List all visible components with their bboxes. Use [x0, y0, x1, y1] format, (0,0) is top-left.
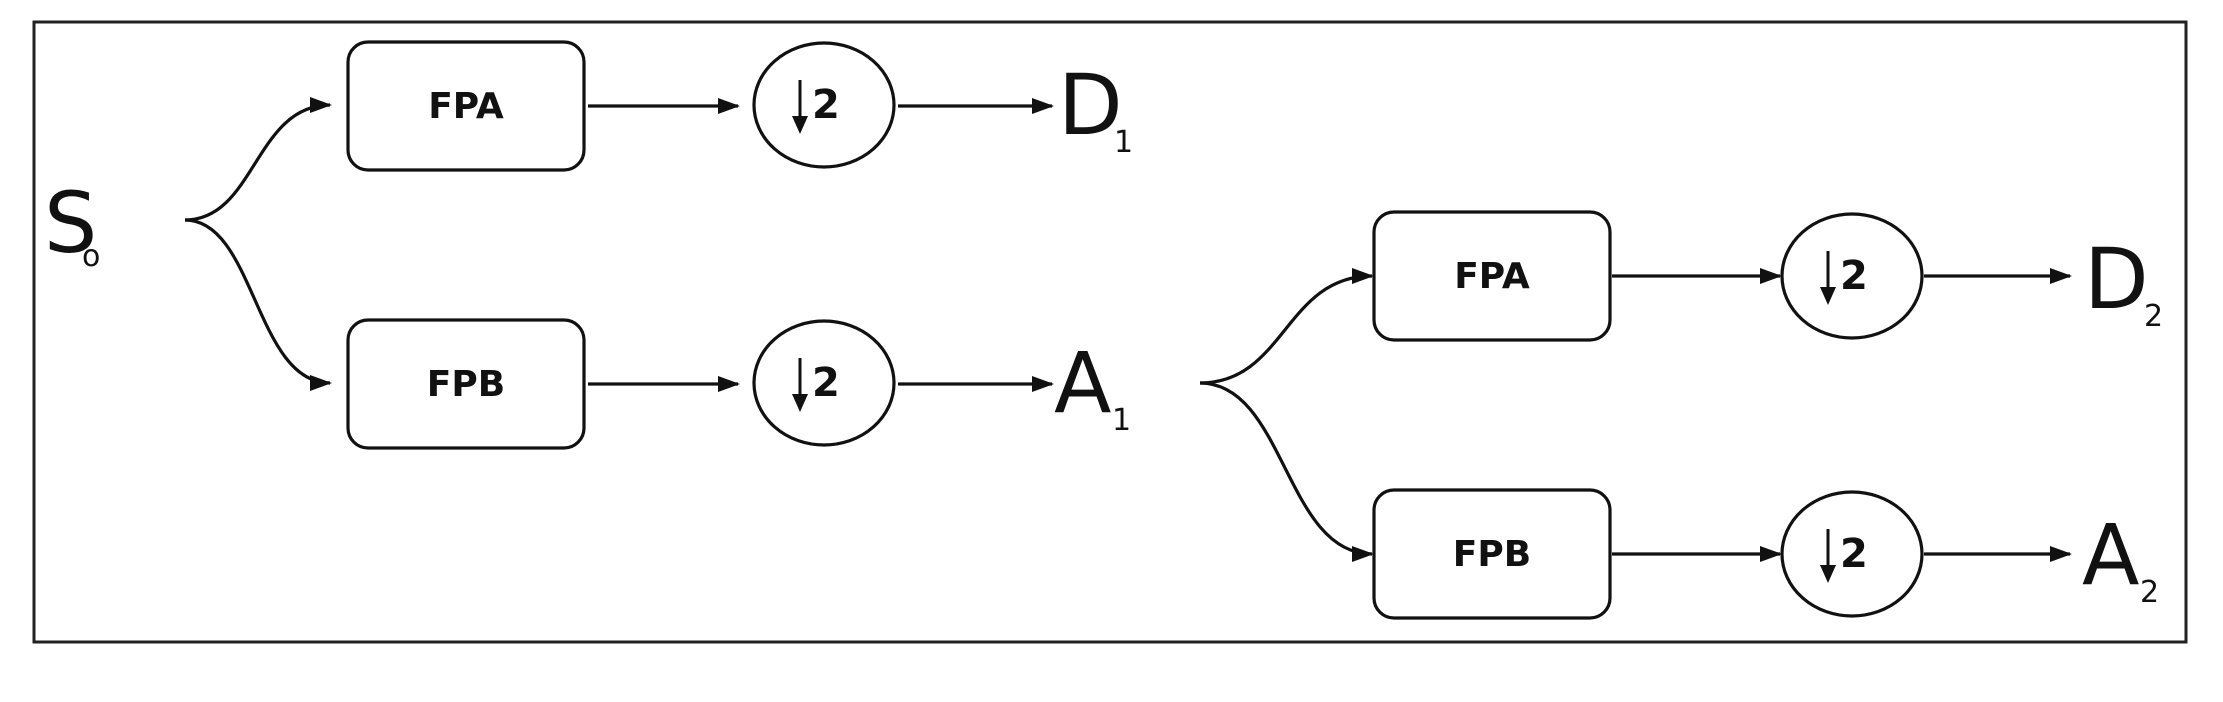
downsample-upper-level1	[752, 41, 896, 169]
fork-upper-path-level1	[184, 97, 332, 222]
output-a2-base: A	[2082, 506, 2139, 604]
filter-fpb-level1-label: FPB	[427, 364, 505, 405]
output-a2-sub: 2	[2140, 575, 2159, 610]
downsample-lower-level1	[752, 319, 896, 447]
down-arrow-icon	[1820, 251, 1836, 305]
downsample-lower-level2-label: 2	[1840, 531, 1868, 577]
output-a1-label: A 1	[1054, 334, 1131, 438]
filter-fpb-level2-label: FPB	[1453, 534, 1531, 575]
output-a1-base: A	[1054, 334, 1111, 432]
input-signal-base: S	[44, 174, 97, 272]
filter-fpa-level2-label: FPA	[1454, 256, 1530, 297]
downsample-upper-level2-label: 2	[1840, 253, 1868, 299]
diagram-frame	[32, 20, 2188, 644]
downsample-lower-level2	[1780, 490, 1924, 618]
fork-lower-path-level2	[1199, 381, 1374, 562]
fork-lower-path-level1	[184, 218, 332, 391]
filter-fpb-level2	[1372, 488, 1612, 620]
output-a2-label: A 2	[2082, 506, 2159, 610]
downsample-upper-level1-label: 2	[812, 82, 840, 128]
downsample-lower-level1-label: 2	[812, 360, 840, 406]
output-d1-base: D	[1058, 56, 1123, 154]
down-arrow-icon	[792, 80, 808, 134]
downsample-upper-level2	[1780, 212, 1924, 340]
output-d1-label: D 1	[1058, 56, 1133, 160]
down-arrow-icon	[792, 358, 808, 412]
input-signal-sub: o	[82, 239, 100, 274]
output-d2-label: D 2	[2084, 230, 2163, 334]
output-d2-sub: 2	[2144, 299, 2163, 334]
input-signal-label: S o	[44, 174, 100, 274]
filter-fpa-level1-label: FPA	[428, 86, 504, 127]
output-d1-sub: 1	[1114, 125, 1133, 160]
filter-fpb-level1	[346, 318, 586, 450]
output-a1-sub: 1	[1112, 403, 1131, 438]
fork-upper-path-level2	[1199, 268, 1374, 385]
down-arrow-icon	[1820, 529, 1836, 583]
filter-fpa-level1	[346, 40, 586, 172]
output-d2-base: D	[2084, 230, 2149, 328]
filter-fpa-level2	[1372, 210, 1612, 342]
